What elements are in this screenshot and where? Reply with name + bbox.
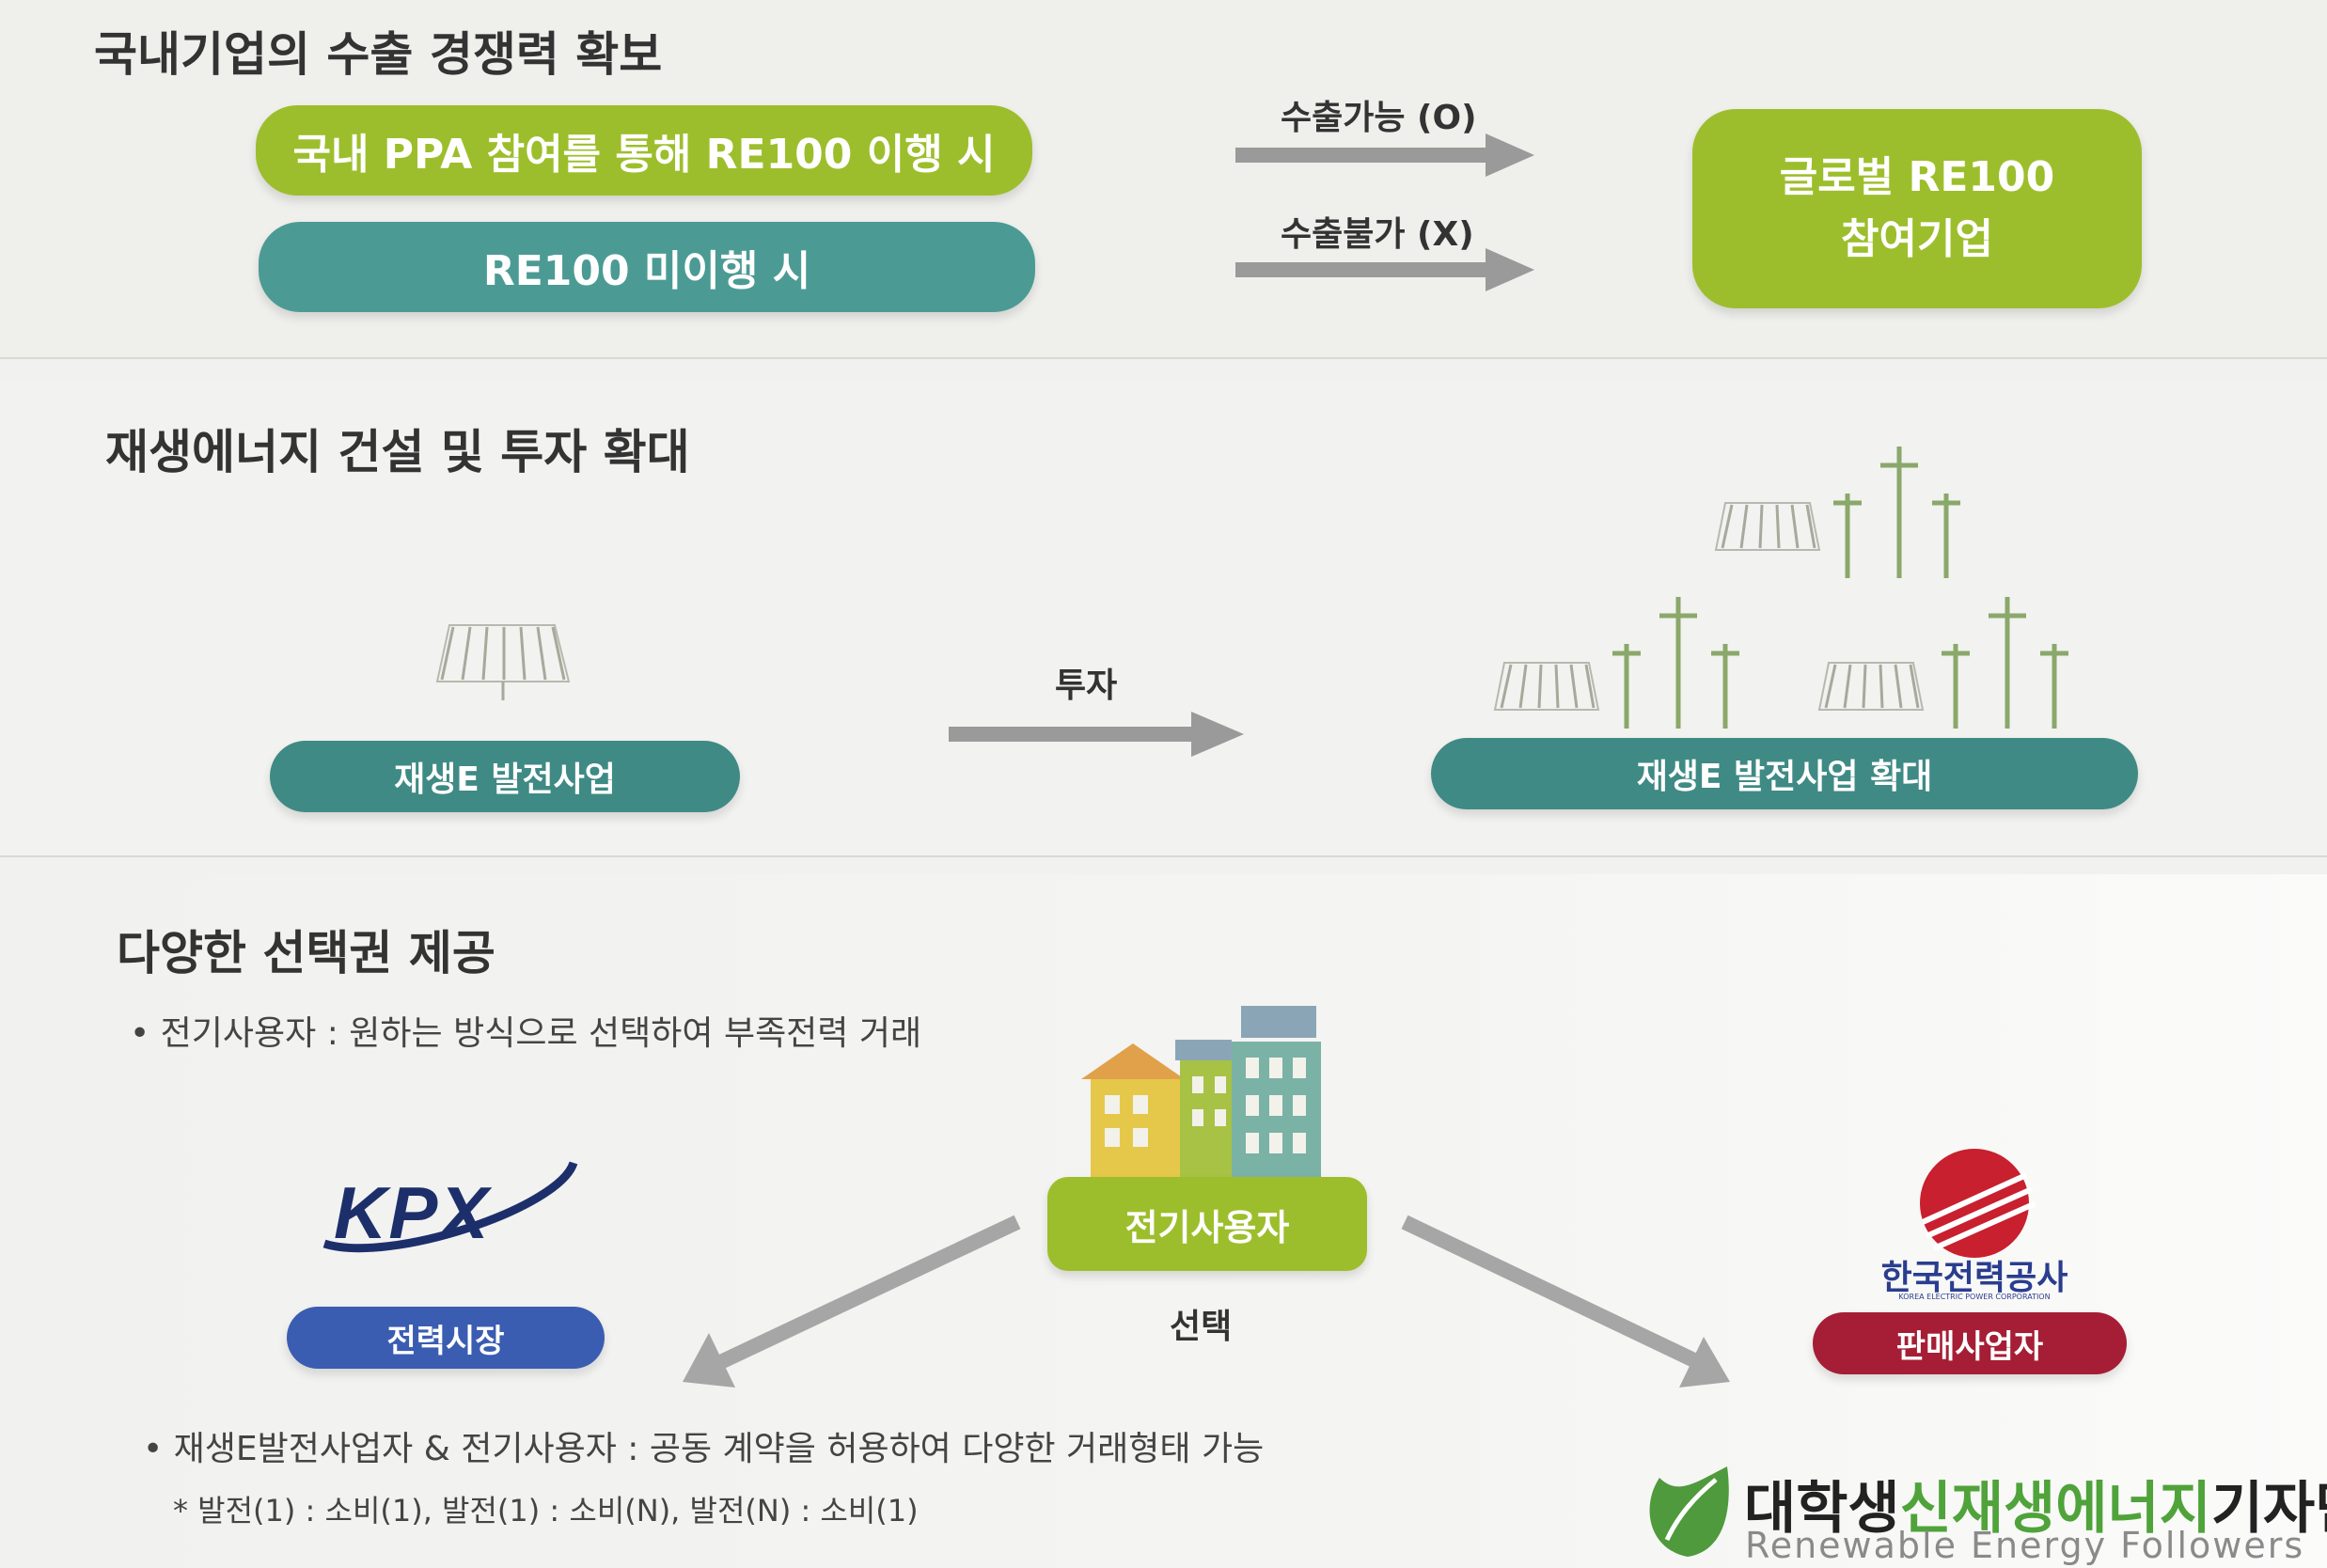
solar-panel-icon xyxy=(435,624,571,700)
label-export-impossible: 수출불가 (X) xyxy=(1281,215,1474,254)
arrow-right-icon xyxy=(949,712,1244,757)
solar-panel-icon xyxy=(1714,502,1821,551)
renewable-farm-icon xyxy=(1493,447,2068,729)
arrow-right-icon xyxy=(1401,1215,1730,1388)
divider xyxy=(0,855,2327,857)
note-generation-consumption: * 발전(1) : 소비(1), 발전(1) : 소비(N), 발전(N) : … xyxy=(173,1493,919,1529)
pill-no-re100: RE100 미이행 시 xyxy=(259,222,1035,312)
kpx-swoosh-icon xyxy=(322,1161,578,1253)
label-investment: 투자 xyxy=(1055,666,1118,705)
watermark-part2: 신재생에너지 xyxy=(1899,1476,2211,1542)
section-export-competitiveness: 국내기업의 수출 경쟁력 확보 국내 PPA 참여를 통해 RE100 이행 시… xyxy=(0,0,2327,357)
section-construction-investment: 재생에너지 건설 및 투자 확대 재생E 발전사업 투자 xyxy=(0,381,2327,855)
watermark-title: 대학생신재생에너지기자단 xyxy=(1744,1463,2327,1544)
solar-panel-icon xyxy=(1817,662,1925,711)
divider xyxy=(0,357,2327,359)
pill-power-market: 전력시장 xyxy=(287,1307,605,1369)
kepco-logo-subtext: KOREA ELECTRIC POWER CORPORATION xyxy=(1898,1293,2051,1301)
kpx-logo-text: KPX xyxy=(334,1171,491,1254)
note-joint-contract: • 재생E발전사업자 & 전기사용자 : 공동 계약을 허용하여 다양한 거래형… xyxy=(143,1430,1265,1468)
note-electricity-user: • 전기사용자 : 원하는 방식으로 선택하여 부족전력 거래 xyxy=(130,1014,922,1053)
arrow-right-icon xyxy=(1235,133,1534,177)
watermark-part3: 기자단 xyxy=(2210,1476,2327,1542)
pill-electricity-user: 전기사용자 xyxy=(1047,1177,1367,1271)
section2-title: 재생에너지 건설 및 투자 확대 xyxy=(105,425,690,479)
arrow-right-icon xyxy=(1235,248,1534,291)
kepco-logo-text: 한국전력공사 xyxy=(1880,1259,2068,1297)
global-re100-line2: 참여기업 xyxy=(1841,215,1993,263)
pill-renewable-business: 재생E 발전사업 xyxy=(270,741,740,812)
pill-domestic-ppa: 국내 PPA 참여를 통해 RE100 이행 시 xyxy=(256,105,1032,196)
leaf-logo-icon xyxy=(1649,1466,1729,1557)
kepco-emblem-icon xyxy=(1920,1149,2037,1258)
section1-title: 국내기업의 수출 경쟁력 확보 xyxy=(94,27,663,82)
label-export-possible: 수출가능 (O) xyxy=(1281,99,1477,137)
solar-panel-icon xyxy=(1493,662,1600,711)
global-re100-line1: 글로벌 RE100 xyxy=(1779,153,2055,201)
section3-title: 다양한 선택권 제공 xyxy=(117,926,495,980)
box-global-re100: 글로벌 RE100 참여기업 xyxy=(1692,109,2142,308)
buildings-icon xyxy=(1081,1006,1321,1178)
watermark-subtitle: Renewable Energy Followers xyxy=(1745,1525,2305,1566)
label-choice: 선택 xyxy=(1170,1308,1233,1346)
arrow-left-icon xyxy=(683,1215,1021,1388)
pill-sales-business: 판매사업자 xyxy=(1813,1312,2127,1374)
section-diverse-choices: 다양한 선택권 제공 • 전기사용자 : 원하는 방식으로 선택하여 부족전력 … xyxy=(0,874,2327,1568)
kpx-logo: KPX xyxy=(315,1152,578,1255)
watermark-part1: 대학생 xyxy=(1744,1476,1900,1542)
pill-renewable-expansion: 재생E 발전사업 확대 xyxy=(1431,738,2138,809)
